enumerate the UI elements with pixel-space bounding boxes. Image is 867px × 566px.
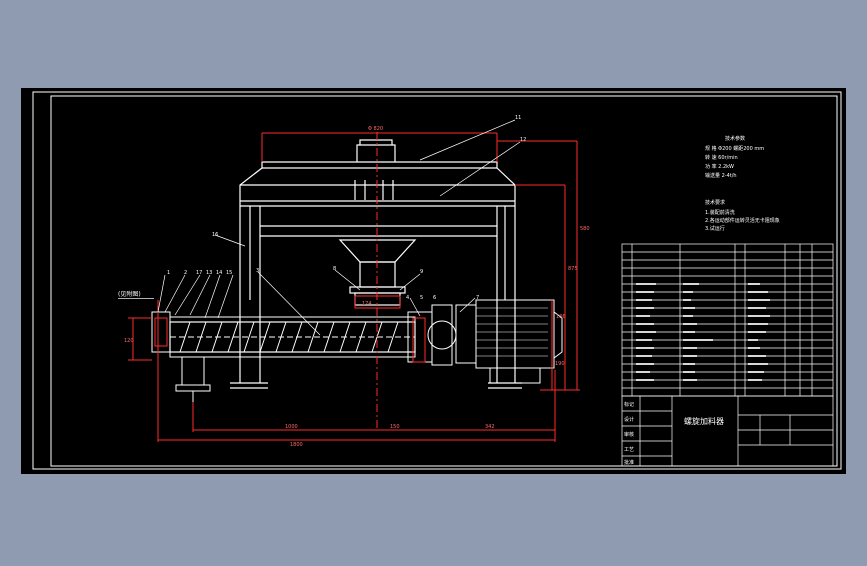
screw-conveyor: [151, 304, 457, 402]
tb-label-0: 标记: [624, 401, 634, 408]
part-label-2: 2: [184, 270, 187, 276]
dim-segment-mid: 150: [390, 424, 400, 430]
inner-border: [50, 95, 838, 467]
dimension-lines: [128, 132, 580, 442]
part-label-1: 1: [167, 270, 170, 276]
spec-line-4: 输送量 2-4t/h: [705, 172, 737, 179]
part-label-8: 8: [333, 266, 336, 272]
spec-line-2: 转 速 60r/min: [705, 154, 738, 161]
title-block: [621, 395, 834, 467]
part-label-15: 15: [226, 270, 232, 276]
part-label-16: 16: [212, 232, 218, 238]
part-label-17: 17: [196, 270, 202, 276]
notes-title: 技术要求: [705, 199, 725, 206]
dim-right-height-4: 136: [556, 314, 566, 320]
spec-line-3: 功 率 2.2kW: [705, 163, 734, 170]
outer-border: [32, 91, 842, 470]
dim-right-height-2: 875: [568, 266, 578, 272]
note-1: 1.装配前清洗: [705, 209, 735, 216]
part-label-6: 6: [433, 295, 436, 301]
note-2: 2.各运动部件运转灵活无卡阻现象: [705, 217, 780, 224]
left-callout-underline: [118, 298, 154, 299]
title-block-name: 螺旋加料器: [684, 416, 724, 426]
dim-hopper-neck: 174: [362, 301, 372, 307]
left-callout: (见附图): [118, 290, 141, 298]
dim-segment-left: 1000: [285, 424, 298, 430]
note-3: 3.试运行: [705, 225, 725, 232]
dim-right-height-1: 580: [580, 226, 590, 232]
spec-title: 技术参数: [725, 135, 745, 142]
tb-label-1: 设计: [624, 416, 634, 423]
motor: [455, 299, 563, 384]
tb-label-2: 审核: [624, 431, 634, 438]
dim-left-height: 120: [124, 338, 134, 344]
tb-label-4: 批准: [624, 459, 634, 466]
dim-segment-right: 342: [485, 424, 495, 430]
parts-list-text: [636, 283, 770, 381]
part-label-12: 12: [520, 137, 526, 143]
dim-right-height-3: 190: [555, 361, 565, 367]
part-label-5: 5: [420, 295, 423, 301]
part-label-14: 14: [216, 270, 222, 276]
dim-overall-length: 1800: [290, 442, 303, 448]
parts-list-table: [621, 243, 834, 397]
part-label-4: 4: [406, 295, 409, 301]
part-label-13: 13: [206, 270, 212, 276]
dim-top-span: Φ 820: [368, 126, 383, 132]
leader-lines: [157, 119, 521, 336]
part-label-11: 11: [515, 115, 521, 121]
spec-line-1: 规 格 Φ200 螺距200 mm: [705, 145, 764, 152]
part-label-3: 3: [256, 268, 259, 274]
tb-label-3: 工艺: [624, 447, 634, 453]
part-label-9: 9: [420, 269, 423, 275]
part-label-7: 7: [476, 295, 479, 301]
